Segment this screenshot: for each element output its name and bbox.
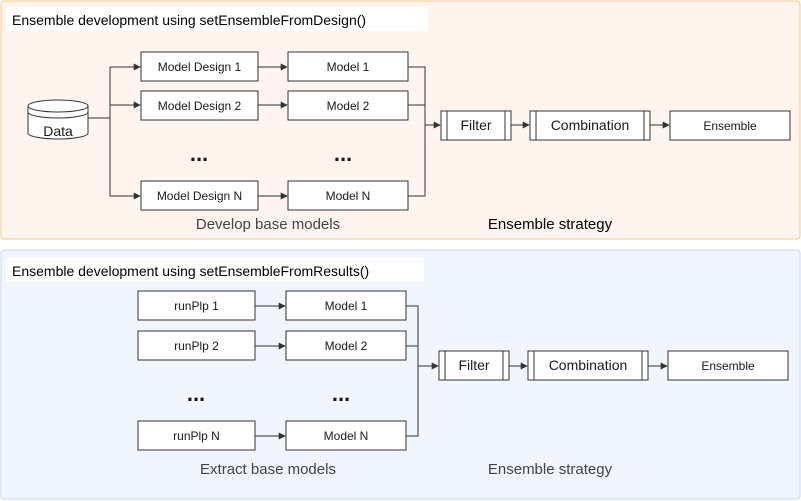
top-filter-label: Filter xyxy=(460,117,491,133)
bottom-model-n-label: Model N xyxy=(324,429,369,443)
bottom-combination-label: Combination xyxy=(549,357,628,373)
bottom-filter-label: Filter xyxy=(458,357,489,373)
data-cylinder: Data xyxy=(27,99,89,140)
runplp-n-label: runPlp N xyxy=(173,429,220,443)
runplp-2-label: runPlp 2 xyxy=(174,339,219,353)
bottom-model-ellipsis: ... xyxy=(332,381,350,406)
design-title-bg xyxy=(6,7,428,31)
top-model-1-label: Model 1 xyxy=(327,60,370,74)
top-merge-bus xyxy=(408,66,426,197)
model-design-n-label: Model Design N xyxy=(157,189,242,203)
top-model-n-box xyxy=(287,180,409,211)
runplp-n-box xyxy=(137,420,256,451)
runplp-1-label: runPlp 1 xyxy=(174,299,219,313)
top-filter-box: Filter xyxy=(440,110,512,141)
bottom-model-2-label: Model 2 xyxy=(325,339,368,353)
design-ellipsis: ... xyxy=(190,141,208,166)
runplp-ellipsis: ... xyxy=(187,381,205,406)
model-design-1-label: Model Design 1 xyxy=(158,60,242,74)
design-panel-title: Ensemble development using setEnsembleFr… xyxy=(12,12,366,28)
bottom-combination-box: Combination xyxy=(527,350,649,381)
top-caption-left: Develop base models xyxy=(196,216,340,233)
data-label: Data xyxy=(43,123,73,139)
bottom-caption-left: Extract base models xyxy=(200,461,336,478)
top-caption-right: Ensemble strategy xyxy=(488,216,613,233)
bottom-filter-box: Filter xyxy=(438,350,510,381)
bottom-model-1-label: Model 1 xyxy=(325,299,368,313)
results-panel-title: Ensemble development using setEnsembleFr… xyxy=(12,263,369,279)
top-model-2-label: Model 2 xyxy=(327,99,370,113)
bottom-merge-bus xyxy=(406,305,419,437)
bottom-model-n-box xyxy=(285,420,407,451)
model-design-2-label: Model Design 2 xyxy=(158,99,242,113)
bottom-model-2-box xyxy=(285,330,407,361)
results-title-bg xyxy=(6,258,424,282)
model-design-2-box xyxy=(140,90,259,121)
runplp-1-box xyxy=(137,290,256,321)
top-ensemble-label: Ensemble xyxy=(703,119,757,133)
top-combination-label: Combination xyxy=(551,117,630,133)
top-combination-box: Combination xyxy=(529,110,651,141)
top-model-n-label: Model N xyxy=(326,189,371,203)
bottom-caption-right: Ensemble strategy xyxy=(488,461,613,478)
bottom-ensemble-label: Ensemble xyxy=(701,359,755,373)
top-model-ellipsis: ... xyxy=(334,141,352,166)
top-ensemble-box xyxy=(669,110,791,141)
model-design-1-box xyxy=(140,51,259,82)
bottom-ensemble-box xyxy=(667,350,789,381)
runplp-2-box xyxy=(137,330,256,361)
